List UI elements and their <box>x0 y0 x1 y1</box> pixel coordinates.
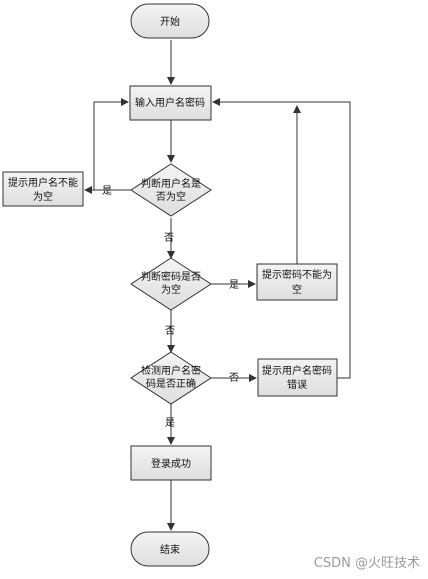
edge-label-pwd-no: 否 <box>165 325 175 337</box>
edge-label-pwd-yes: 是 <box>229 279 239 291</box>
pwd-empty-line1: 提示密码不能为 <box>262 268 332 281</box>
connectors <box>84 40 351 531</box>
edge-user-empty-back <box>93 98 129 190</box>
start-label: 开始 <box>160 15 180 28</box>
start-terminal: 开始 <box>130 3 210 39</box>
decision-password-empty: 判断密码是否 为空 <box>130 257 212 311</box>
end-label: 结束 <box>160 543 180 556</box>
input-label: 输入用户名密码 <box>135 96 205 109</box>
user-empty-message-box: 提示用户名不能 为空 <box>2 171 84 207</box>
success-label: 登录成功 <box>151 457 191 470</box>
decision-verify-line1: 检测用户名密 <box>141 364 201 377</box>
watermark: CSDN @火旺技术 <box>314 556 420 571</box>
decision-user-line2: 否为空 <box>156 190 186 203</box>
edge-wrong-back <box>212 98 351 379</box>
decision-user-empty: 判断用户名是 否为空 <box>130 163 212 217</box>
wrong-credentials-message-box: 提示用户名密码 错误 <box>257 358 338 397</box>
edge-label-verify-no: 否 <box>229 372 239 384</box>
decision-pwd-line1: 判断密码是否 <box>141 270 201 283</box>
edge-label-user-yes: 是 <box>102 185 112 197</box>
input-process-box: 输入用户名密码 <box>129 85 212 121</box>
user-empty-line1: 提示用户名不能 <box>8 176 78 189</box>
wrong-line2: 错误 <box>287 378 307 391</box>
user-empty-line2: 为空 <box>33 190 53 203</box>
decision-pwd-line2: 为空 <box>161 283 181 296</box>
pwd-empty-line2: 空 <box>292 283 302 296</box>
edge-labels: 是 否 是 否 否 是 <box>102 185 239 429</box>
decision-verify-line2: 码是否正确 <box>146 377 196 390</box>
decision-user-line1: 判断用户名是 <box>141 177 201 190</box>
login-success-box: 登录成功 <box>130 445 212 481</box>
edge-label-user-no: 否 <box>164 232 174 244</box>
end-terminal: 结束 <box>130 531 210 567</box>
decision-verify-credentials: 检测用户名密 码是否正确 <box>130 351 212 405</box>
password-empty-message-box: 提示密码不能为 空 <box>256 263 338 301</box>
edge-label-verify-yes: 是 <box>165 417 175 429</box>
wrong-line1: 提示用户名密码 <box>262 364 332 377</box>
